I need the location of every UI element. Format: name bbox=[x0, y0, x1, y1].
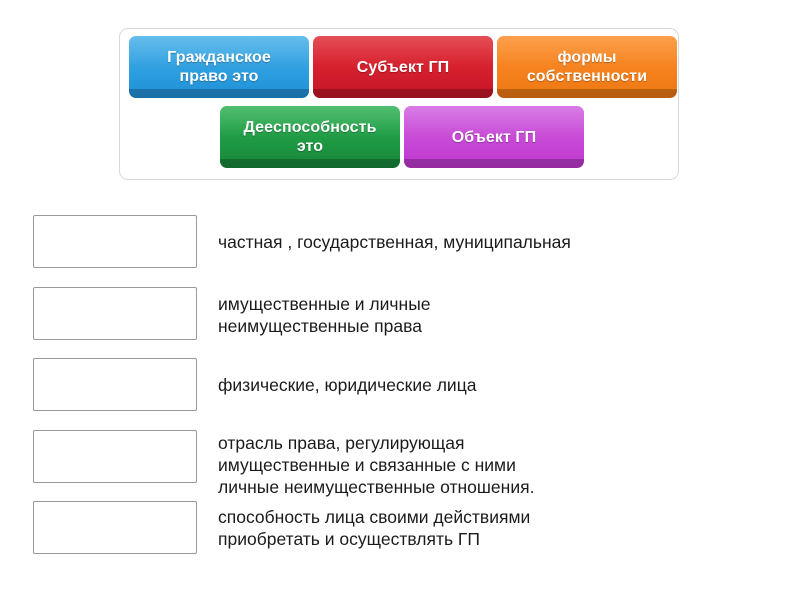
drop-zone-5[interactable] bbox=[33, 501, 197, 554]
answer-row: частная , государственная, муниципальная bbox=[33, 215, 773, 268]
drop-zone-3[interactable] bbox=[33, 358, 197, 411]
drop-zone-4[interactable] bbox=[33, 430, 197, 483]
answer-text-4: отрасль права, регулирующая имущественны… bbox=[218, 433, 535, 497]
drop-zone-1[interactable] bbox=[33, 215, 197, 268]
answer-text-5: способность лица своими действиями приоб… bbox=[218, 507, 531, 549]
answer-row: физические, юридические лица bbox=[33, 358, 773, 411]
answer-row: имущественные и личные неимущественные п… bbox=[33, 287, 773, 340]
answer-text-2: имущественные и личные неимущественные п… bbox=[218, 294, 431, 336]
tile-label: Объект ГП bbox=[451, 128, 537, 146]
draggable-tile-obekt-gp[interactable]: Объект ГП bbox=[404, 106, 584, 168]
answer-text-1: частная , государственная, муниципальная bbox=[218, 232, 571, 252]
answer-row: способность лица своими действиями приоб… bbox=[33, 501, 773, 554]
answer-text-3: физические, юридические лица bbox=[218, 375, 477, 395]
tile-label: Субъект ГП bbox=[356, 58, 450, 76]
draggable-tile-subekt-gp[interactable]: Субъект ГП bbox=[313, 36, 493, 98]
drop-zone-2[interactable] bbox=[33, 287, 197, 340]
answer-row: отрасль права, регулирующая имущественны… bbox=[33, 430, 773, 498]
